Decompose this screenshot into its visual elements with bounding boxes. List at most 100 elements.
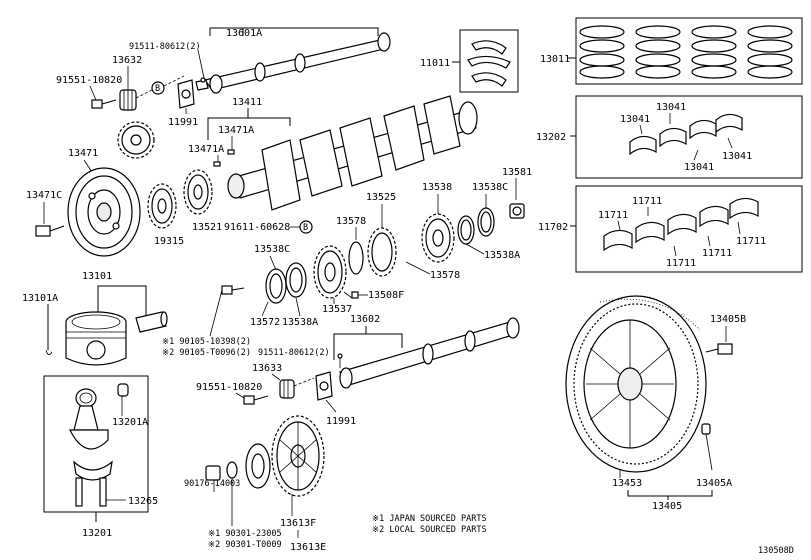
box-13202 [575,95,803,179]
bushing-13201a [117,383,129,397]
label-13525: 13525 [366,192,396,203]
label-13613f: 13613F [280,518,316,529]
label-13471a-2: 13471A [188,144,224,155]
label-13201a: 13201A [112,417,148,428]
gear-13632 [119,89,137,111]
note-local: ※2 LOCAL SOURCED PARTS [372,525,487,535]
label-90301-1: ※1 90301-23005 [208,529,282,539]
label-11711-d: 11711 [702,248,732,259]
label-13011: 13011 [540,54,570,65]
gear-13525 [367,227,397,277]
label-13581: 13581 [502,167,532,178]
crank-pulley-13471 [67,167,141,257]
conrod-bearings-13041 [629,113,743,156]
label-19315: 19315 [154,236,184,247]
box-11702 [575,185,803,273]
gear-13521 [183,169,213,215]
label-13041-d: 13041 [722,151,752,162]
plate-11991-top [177,79,195,109]
label-13601a: 13601A [226,28,262,39]
piston-13101 [65,311,127,366]
diagram-code: 130508D [758,546,794,556]
nut-13581 [509,203,525,219]
label-90176: 90176-14003 [184,479,240,489]
label-13538a-l: 13538A [282,317,318,328]
label-13202: 13202 [536,132,566,143]
thrust-washers-11011 [467,40,511,87]
label-13578-2: 13578 [430,270,460,281]
box-11011 [459,29,519,93]
sprocket-13537 [313,245,347,299]
mark-b-mid-label: B [303,223,308,233]
gear-19315 [147,183,177,229]
label-13538a-r: 13538A [484,250,520,261]
ring-13538c-r [477,207,495,237]
label-13632: 13632 [112,55,142,66]
label-91551-bot: 91551-10820 [196,382,262,393]
label-13471c: 13471C [26,190,62,201]
ring-13538c-l [265,268,287,304]
label-13405: 13405 [652,501,682,512]
key-13471a-2 [227,149,235,155]
label-11991-top: 11991 [168,117,198,128]
label-91511-bot: 91511-80612(2) [258,348,330,358]
label-13405a: 13405A [696,478,732,489]
balance-shaft-upper [195,32,391,94]
label-11711-a: 11711 [632,196,662,207]
washer-90301 [226,461,238,479]
label-13613e: 13613E [290,542,326,553]
box-13011 [575,17,803,85]
label-11711-b: 11711 [598,210,628,221]
label-13411: 13411 [232,97,262,108]
piston-pin [135,311,168,333]
label-13471a-1: 13471A [218,125,254,136]
label-11011: 11011 [420,58,450,69]
label-13572: 13572 [250,317,280,328]
label-13041-c: 13041 [684,162,714,173]
flywheel-13405 [565,295,707,473]
plate-11991-bot [315,371,333,401]
label-13538c-l: 13538C [254,244,290,255]
label-11711-e: 11711 [666,258,696,269]
bolt-13405b [705,343,733,355]
label-13633: 13633 [252,363,282,374]
label-13101a: 13101A [22,293,58,304]
label-13041-a: 13041 [656,102,686,113]
label-13538c-r: 13538C [472,182,508,193]
label-90301-2: ※2 90301-T0009 [208,540,282,550]
ring-13578 [348,241,364,275]
crankshaft-13411 [227,95,478,211]
gear-13538 [421,213,455,263]
label-13538: 13538 [422,182,452,193]
label-13453: 13453 [612,478,642,489]
bolt-13471c [35,225,65,237]
bolt-90176 [205,465,221,481]
main-bearings-11711 [603,197,759,252]
gear-13613f [271,415,325,497]
label-13537: 13537 [322,304,352,315]
balance-shaft-lower [339,317,520,389]
mark-b-mid [299,220,313,234]
label-13101: 13101 [82,271,112,282]
pin-13405a [701,423,711,435]
label-13521: 13521 [192,222,222,233]
label-11711-c: 11711 [736,236,766,247]
mark-b-top [151,81,165,95]
gear-13633 [279,379,295,399]
ring-13538a-r [457,215,475,245]
ring-13538a-l [285,262,307,298]
bolt-90105 [221,285,245,295]
mark-b-top-label: B [155,84,160,94]
label-13041-b: 13041 [620,114,650,125]
label-13602: 13602 [350,314,380,325]
label-90105-2: ※2 90105-T0096(2) [162,348,251,358]
label-91511-top: 91511-80612(2) [129,42,201,52]
label-11991-bot: 11991 [326,416,356,427]
gear-left-small [117,121,155,159]
label-11702: 11702 [538,222,568,233]
label-13471: 13471 [68,148,98,159]
label-90105-1: ※1 90105-10398(2) [162,337,251,347]
conrod-13201 [69,388,113,507]
hub-13613e [245,443,271,489]
